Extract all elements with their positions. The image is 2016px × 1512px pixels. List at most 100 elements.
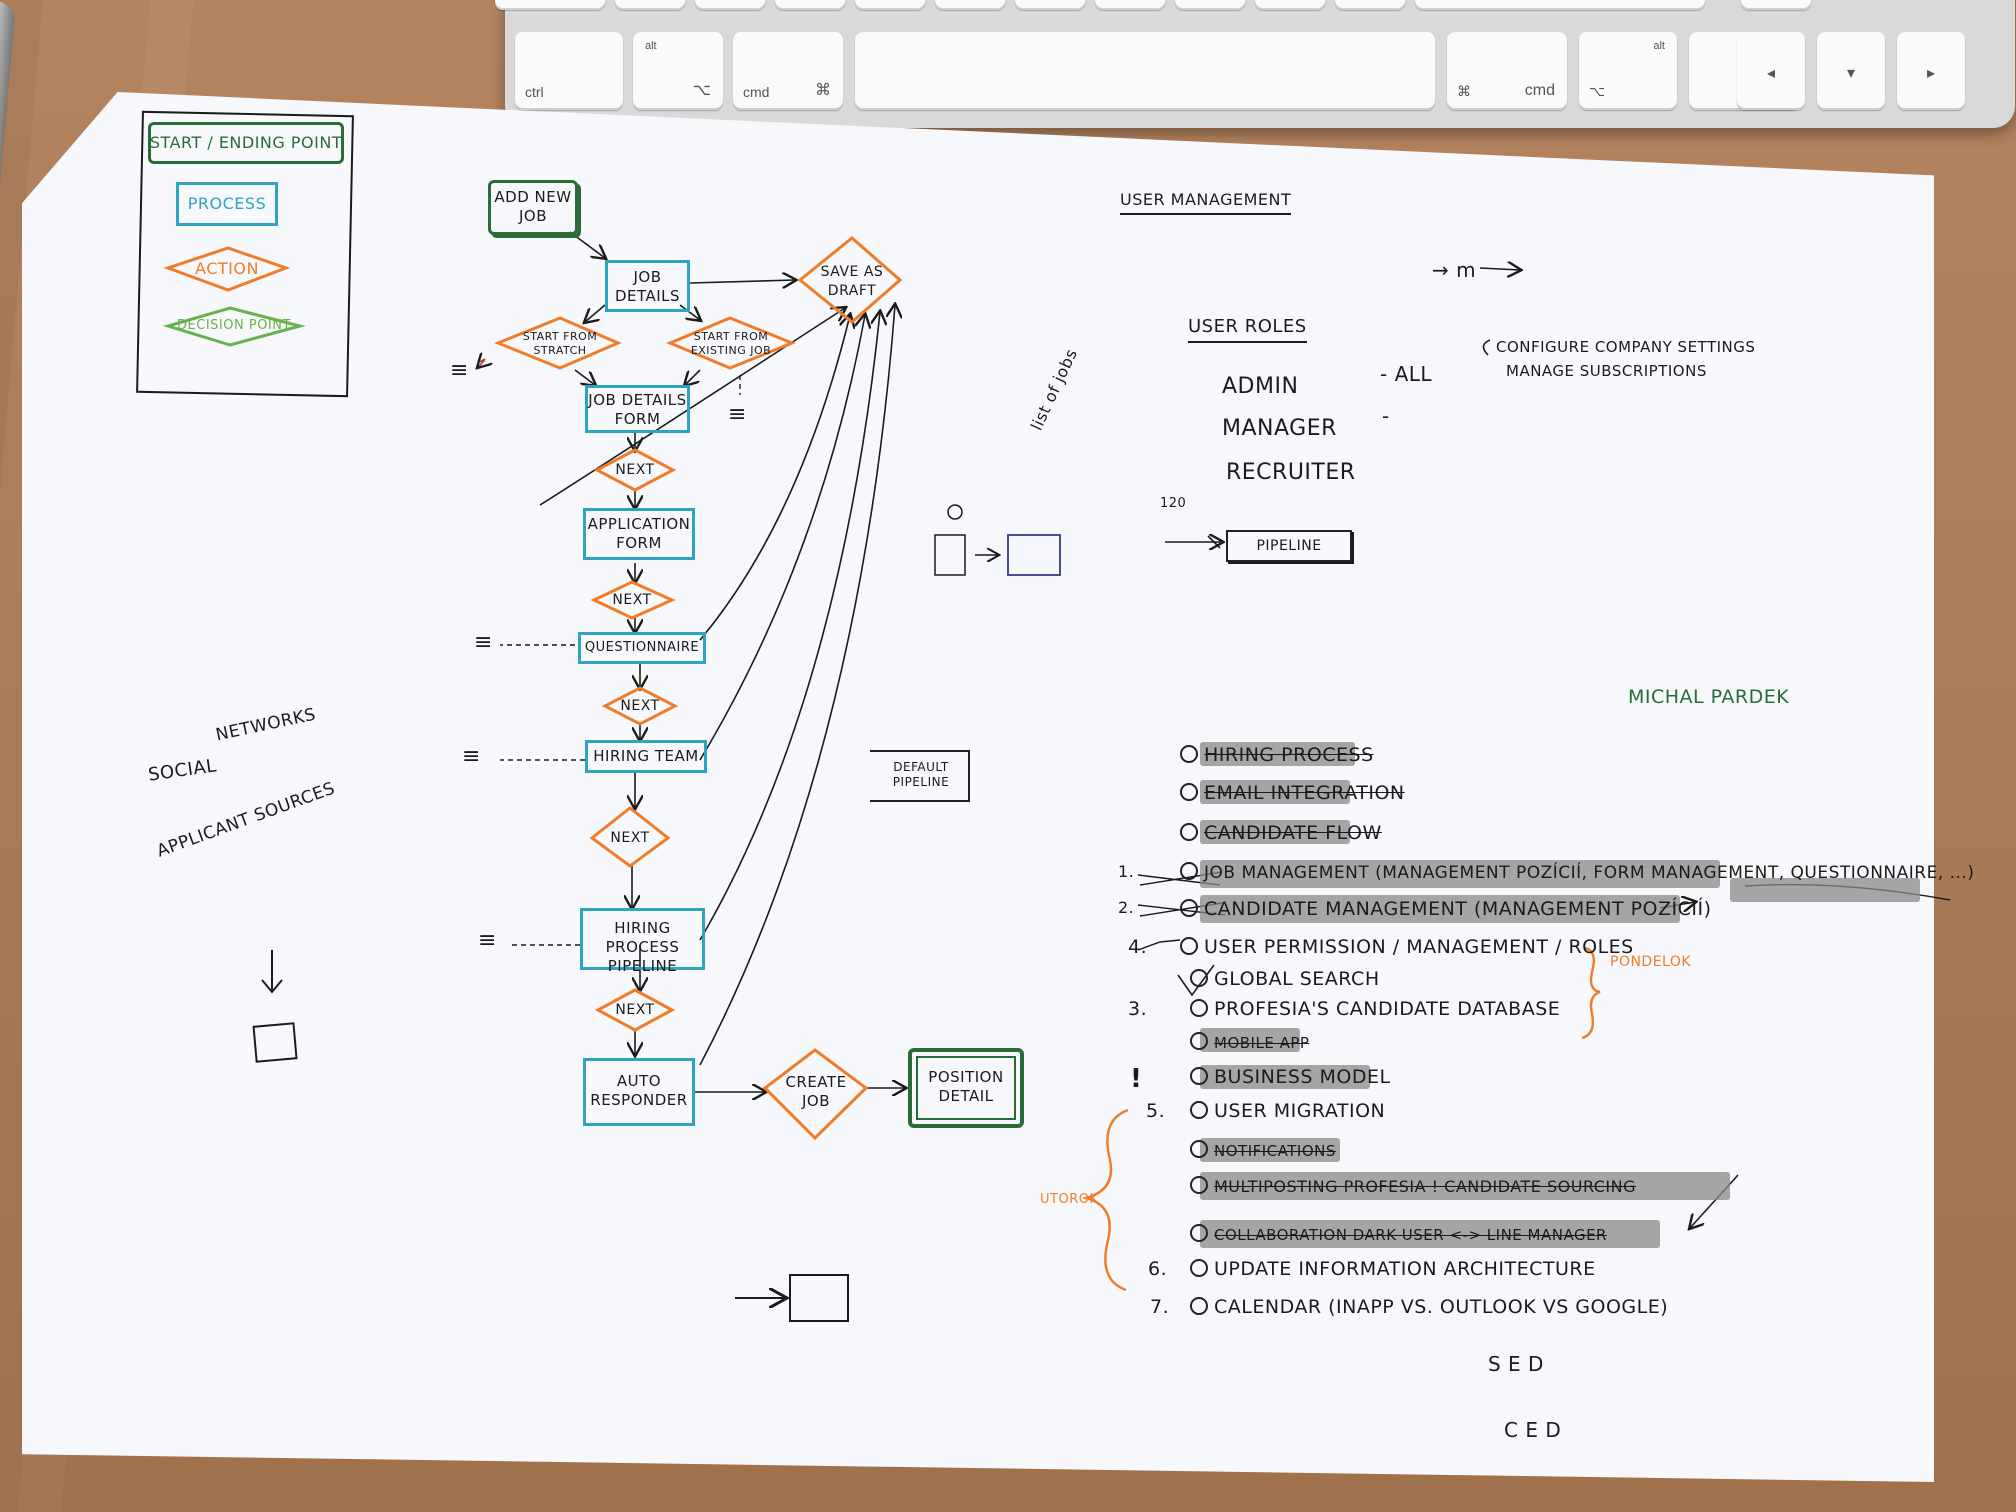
default-pipeline-label: DEFAULT PIPELINE xyxy=(892,760,950,789)
paper-sheet xyxy=(22,92,1934,1482)
text: CANDIDATE MANAGEMENT (MANAGEMENT POZÍCIÍ… xyxy=(1204,898,1712,920)
todo-item: UPDATE INFORMATION ARCHITECTURE xyxy=(1190,1258,1596,1280)
todo-item: MULTIPOSTING PROFESIA ! CANDIDATE SOURCI… xyxy=(1190,1176,1636,1196)
todo-item: CALENDAR (INAPP vs. OUTLOOK vs GOOGLE) xyxy=(1190,1296,1668,1318)
role-manager: MANAGER xyxy=(1222,416,1337,441)
add-new-job-label: ADD NEW JOB xyxy=(494,188,572,225)
text: HIRING PROCESS xyxy=(1204,744,1374,766)
checkbox xyxy=(1180,937,1198,955)
key-slash xyxy=(1335,0,1405,10)
checkbox xyxy=(1190,1224,1208,1242)
list-mark: ≡ xyxy=(474,630,493,655)
text: CALENDAR (INAPP vs. OUTLOOK vs GOOGLE) xyxy=(1214,1296,1669,1318)
ced-note: C E D xyxy=(1504,1418,1562,1442)
auto-responder-node xyxy=(583,1058,695,1126)
text: MOBILE APP xyxy=(1214,1034,1310,1052)
questionnaire-label: QUESTIONNAIRE xyxy=(584,640,700,655)
todo-item: PROFESIA'S CANDIDATE DATABASE xyxy=(1190,998,1560,1020)
create-job-diamond xyxy=(762,1048,869,1141)
key xyxy=(935,0,1005,10)
legend-decision-diamond xyxy=(162,306,306,347)
todo-num: 6. xyxy=(1148,1258,1168,1280)
text: EMAIL INTEGRATION xyxy=(1204,782,1405,804)
arrow-details-to-draft xyxy=(689,280,795,283)
highlight xyxy=(1200,1220,1660,1248)
key-n: N xyxy=(1015,0,1085,10)
role-recruiter: RECRUITER xyxy=(1226,460,1356,485)
todo-num: 5. xyxy=(1146,1100,1166,1122)
list-mark: ≡ xyxy=(728,402,747,427)
highlight xyxy=(1200,1065,1370,1089)
todo-num: 4. xyxy=(1128,936,1148,958)
checkbox xyxy=(1190,1032,1208,1050)
job-details-form-label: JOB DETAILS FORM xyxy=(588,391,687,428)
job-details-form-node xyxy=(585,385,690,433)
next-3-label: NEXT xyxy=(620,698,660,714)
start-existing-diamond xyxy=(666,316,797,370)
key-m: M xyxy=(1095,0,1165,10)
role-manager-dash: - xyxy=(1382,404,1390,428)
next-5-label: NEXT xyxy=(615,1002,655,1018)
checkbox xyxy=(1190,1259,1208,1277)
checkbox xyxy=(1190,1067,1208,1085)
text: MULTIPOSTING PROFESIA ! CANDIDATE SOURCI… xyxy=(1214,1177,1637,1196)
user-count: 120 xyxy=(1160,496,1187,511)
application-form-node xyxy=(583,508,695,560)
application-form-label: APPLICATION FORM xyxy=(587,515,691,552)
text: JOB MANAGEMENT (MANAGEMENT POZÍCIÍ, FORM… xyxy=(1204,863,1975,883)
checkbox xyxy=(1190,1101,1208,1119)
manage-subscriptions-note: MANAGE SUBSCRIPTIONS xyxy=(1506,362,1707,380)
checkbox xyxy=(1180,899,1198,917)
list-mark: ≡ xyxy=(450,358,469,383)
legend-decision-label: DECISION POINT xyxy=(177,318,291,333)
arrow-add-to-details xyxy=(569,231,605,258)
start-scratch-label: START FROM STRATCH xyxy=(522,330,598,357)
key-period: > xyxy=(1255,0,1325,10)
utorok-note: UTOROK xyxy=(1040,1192,1099,1207)
next-4-label: NEXT xyxy=(610,830,650,846)
checkbox xyxy=(1190,1297,1208,1315)
todo-item: MOBILE APP xyxy=(1190,1032,1309,1052)
key-alt-right: alt⌥ xyxy=(1579,32,1677,110)
key-arrow-left: ◂ xyxy=(1737,32,1805,110)
add-new-job-node xyxy=(488,180,578,235)
todo-item: JOB MANAGEMENT (MANAGEMENT POZÍCIÍ, FORM… xyxy=(1180,862,1974,883)
key xyxy=(495,0,605,10)
arrow-m-note: → m xyxy=(1432,258,1477,282)
key-ctrl-left: ctrl xyxy=(515,32,623,110)
pipeline-label: PIPELINE xyxy=(1256,538,1322,554)
highlight xyxy=(1200,860,1720,888)
text: COLLABORATION DARK USER <-> LINE MANAGER xyxy=(1214,1226,1607,1244)
key-alt-left: alt⌥ xyxy=(633,32,723,110)
auto-responder-label: AUTO RESPONDER xyxy=(590,1072,688,1109)
text: GLOBAL SEARCH xyxy=(1214,968,1380,990)
questionnaire-node xyxy=(578,632,706,664)
checkbox xyxy=(1180,862,1198,880)
save-as-draft-diamond xyxy=(797,236,903,324)
todo-item: CANDIDATE FLOW xyxy=(1180,822,1382,844)
user-management-title: USER MANAGEMENT xyxy=(1120,190,1292,215)
sed-note: S E D xyxy=(1488,1352,1544,1376)
key-cmd-left: cmd⌘ xyxy=(733,32,843,110)
key-arrow-right: ▸ xyxy=(1897,32,1965,110)
role-admin-all: - ALL xyxy=(1380,362,1433,386)
key xyxy=(855,0,925,10)
list-mark: ≡ xyxy=(462,744,481,769)
text: UPDATE INFORMATION ARCHITECTURE xyxy=(1214,1258,1596,1280)
highlight xyxy=(1200,895,1680,923)
hiring-team-node xyxy=(585,740,707,773)
list-mark: ≡ xyxy=(478,928,497,953)
checkbox xyxy=(1180,783,1198,801)
configure-settings-note: CONFIGURE COMPANY SETTINGS xyxy=(1496,338,1756,356)
hiring-process-label: HIRING PROCESS PIPELINE xyxy=(605,919,680,975)
key-arrow-down: ▾ xyxy=(1817,32,1885,110)
user-roles-title: USER ROLES xyxy=(1188,316,1307,343)
legend-action-label: ACTION xyxy=(195,259,259,278)
checkbox xyxy=(1190,1140,1208,1158)
keyboard: N M < > ⇧ ctrl alt⌥ cmd⌘ ⌘cmd alt⌥ ctrl … xyxy=(495,0,2015,128)
save-as-draft-label: SAVE AS DRAFT xyxy=(820,264,884,299)
legend-process-box xyxy=(176,182,278,226)
key-shift: ⇧ xyxy=(1415,0,1705,10)
checkbox xyxy=(1180,823,1198,841)
